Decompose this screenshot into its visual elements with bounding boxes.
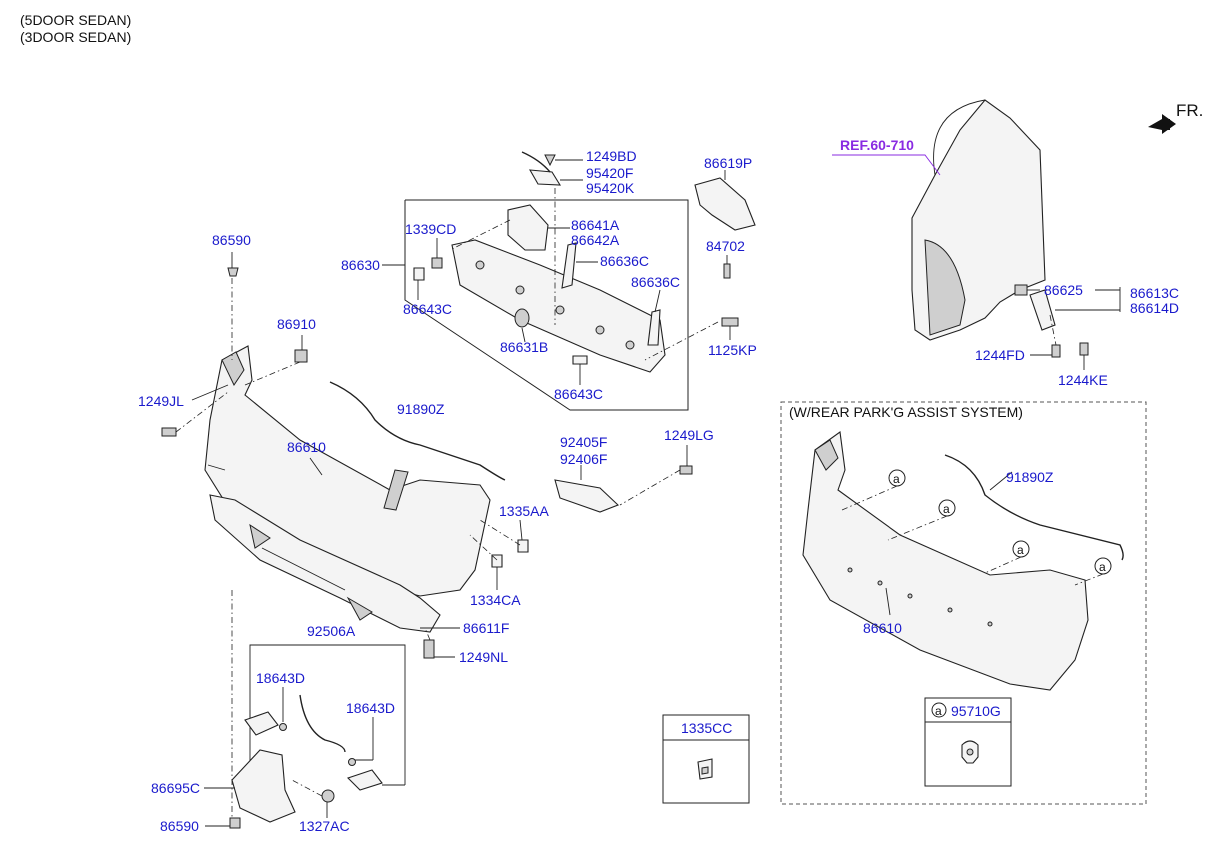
label-86636c-b: 86636C [631,274,680,290]
screw-1249bd [544,154,556,167]
svg-text:a: a [1017,543,1024,557]
header-line-2: (3DOOR SEDAN) [20,29,131,45]
ref-label: REF.60-710 [840,137,914,153]
label-18643d-right: 18643D [346,700,395,716]
option-box-title: (W/REAR PARK'G ASSIST SYSTEM) [789,404,1023,420]
label-86625: 86625 [1044,282,1083,298]
clip-1339cd [431,257,443,269]
header-line-1: (5DOOR SEDAN) [20,12,131,28]
label-92406f: 92406F [560,451,607,467]
bracket-86613c [1029,289,1056,331]
splash-shield-86695c [231,749,296,823]
wiring-91890z-option [944,454,1124,561]
label-86630: 86630 [341,257,380,273]
label-1125kp: 1125KP [708,342,757,358]
label-86614d: 86614D [1130,300,1179,316]
label-91890z-option: 91890Z [1006,469,1054,485]
legend-box-1335cc: 1335CC [662,714,750,804]
bumper-rail [451,239,666,373]
svg-text:a: a [943,502,950,516]
screw-1244ke [1079,342,1089,356]
label-91890z: 91890Z [397,401,445,417]
svg-text:a: a [1099,560,1106,574]
part-86910 [294,349,308,363]
clip-86590-bottom [229,817,241,829]
label-86910: 86910 [277,316,316,332]
label-86619p: 86619P [704,155,752,171]
label-86611f: 86611F [463,620,509,636]
label-86590-bottom: 86590 [160,818,199,834]
front-label: FR. [1176,101,1203,120]
bulb-18643d-right [348,758,356,766]
lamp-92506a-left [244,711,279,736]
bracket-86636c-a [561,242,577,289]
legend-code: 95710G [951,703,1001,719]
label-1339cd: 1339CD [405,221,456,237]
legend-box-95710g: a 95710G [924,697,1012,787]
reflector-92405f [554,479,620,513]
label-86631b: 86631B [500,339,548,355]
label-95420k: 95420K [586,180,635,196]
wiring-91890z [329,381,506,481]
part-86625 [1014,284,1028,296]
lower-diffuser [209,494,441,633]
label-86590-top: 86590 [212,232,251,248]
legend-marker: a [935,704,942,718]
label-86641a: 86641A [571,217,620,233]
label-86695c: 86695C [151,780,200,796]
quarter-panel [911,99,1046,341]
nut-1327ac [321,789,335,803]
label-1335aa: 1335AA [499,503,549,519]
bracket-86619p [694,177,756,231]
label-95420f: 95420F [586,165,633,181]
label-86643c-a: 86643C [403,301,452,317]
legend-code: 1335CC [681,720,732,736]
svg-text:a: a [893,472,900,486]
clip-86643c-b [572,355,588,365]
label-1244ke: 1244KE [1058,372,1108,388]
front-arrow-icon [1148,114,1176,134]
label-92506a: 92506A [307,623,356,639]
marker-a-4: a [1094,557,1112,575]
label-1249lg: 1249LG [664,427,714,443]
bracket-86636c-b [647,309,661,346]
rear-bumper-cover-option [802,431,1089,691]
assembly-box-86630 [404,199,689,411]
marker-a-1: a [888,469,906,487]
sensor-95420f [528,169,562,186]
marker-a-2: a [938,499,956,517]
label-86610-option: 86610 [863,620,902,636]
label-1244fd: 1244FD [975,347,1025,363]
screw-1249lg [679,465,693,475]
clip-86643c-a [413,267,425,281]
clip-1335aa [517,539,529,553]
bracket-86641a [507,204,549,251]
part-84702 [723,263,731,279]
label-1249jl: 1249JL [138,393,184,409]
clip-86590-top [227,267,239,277]
screw-1244fd [1051,344,1061,358]
option-box [780,401,1147,805]
bolt-1125kp [721,317,739,327]
marker-a-3: a [1012,540,1030,558]
lamp-92506a-right [346,769,383,791]
label-1249nl: 1249NL [459,649,508,665]
label-86636c-a: 86636C [600,253,649,269]
label-18643d-left: 18643D [256,670,305,686]
label-1327ac: 1327AC [299,818,350,834]
label-86613c: 86613C [1130,285,1179,301]
label-1334ca: 1334CA [470,592,521,608]
label-92405f: 92405F [560,434,607,450]
screw-1249jl [161,427,177,437]
label-86643c-b: 86643C [554,386,603,402]
label-84702: 84702 [706,238,745,254]
label-86642a: 86642A [571,232,620,248]
screw-1249nl [423,639,435,659]
lamp-wiring [299,694,346,753]
bulb-18643d-left [279,723,287,731]
label-86610: 86610 [287,439,326,455]
label-1249bd: 1249BD [586,148,637,164]
